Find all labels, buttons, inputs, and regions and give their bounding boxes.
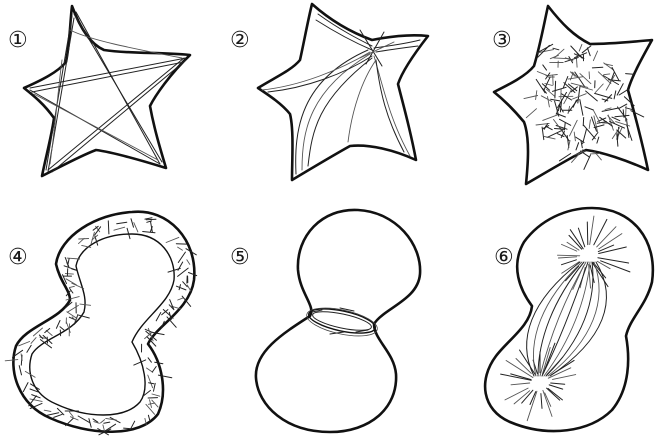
mesh-fiber (626, 74, 634, 75)
mesh-fiber (591, 153, 600, 154)
mesh-fiber (584, 155, 591, 170)
panel-2: ② (230, 4, 428, 180)
astral-fiber (587, 222, 588, 245)
panel-3-label: ③ (492, 28, 512, 53)
panel-6-label: ⑥ (494, 245, 514, 270)
panel-6: ⑥ (485, 208, 653, 431)
mesh-fiber (583, 118, 584, 126)
panel-2-label: ② (230, 28, 250, 53)
panel-3-cell-outline (494, 6, 652, 184)
cortical-fiber (108, 221, 109, 234)
panel-5: ⑤ (230, 210, 420, 432)
cortical-fiber (65, 274, 73, 275)
mesh-fiber (592, 67, 602, 68)
panel-4: ④ (5, 212, 197, 435)
panel-4-label: ④ (8, 245, 28, 270)
panel-1: ① (8, 6, 190, 176)
mesh-fiber (555, 81, 556, 98)
panel-5-label: ⑤ (230, 245, 250, 270)
panel-5-cell-outline (256, 210, 420, 432)
panel-3: ③ (492, 6, 652, 184)
panel-1-label: ① (8, 28, 28, 53)
cortical-fiber (146, 219, 156, 220)
astral-fiber (558, 255, 580, 256)
